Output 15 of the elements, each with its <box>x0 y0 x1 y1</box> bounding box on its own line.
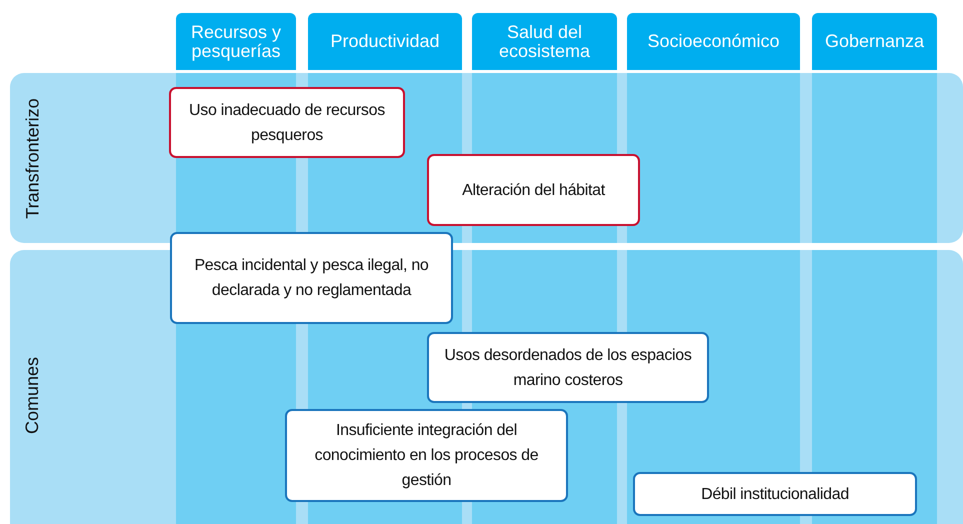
issue-box: Alteración del hábitat <box>427 154 640 226</box>
column-header: Recursos y pesquerías <box>176 13 296 70</box>
issue-box: Pesca incidental y pesca ilegal, no declarada y no reglamentada <box>170 232 453 324</box>
issue-box: Uso inadecuado de recursos pesqueros <box>169 87 405 158</box>
row-label: Comunes <box>22 356 44 434</box>
row-band <box>10 250 963 524</box>
column-header: Socioeconómico <box>627 13 800 70</box>
column-header: Gobernanza <box>812 13 937 70</box>
column-header: Salud del ecosistema <box>472 13 617 70</box>
row-band <box>10 73 963 243</box>
issue-box: Insuficiente integración del conocimiento en los procesos de gestión <box>285 409 568 502</box>
issue-box: Usos desordenados de los espacios marino costeros <box>427 332 709 403</box>
column-header: Productividad <box>308 13 462 70</box>
row-label: Transfronterizo <box>22 98 44 218</box>
issue-box: Débil institucionalidad <box>633 472 917 516</box>
